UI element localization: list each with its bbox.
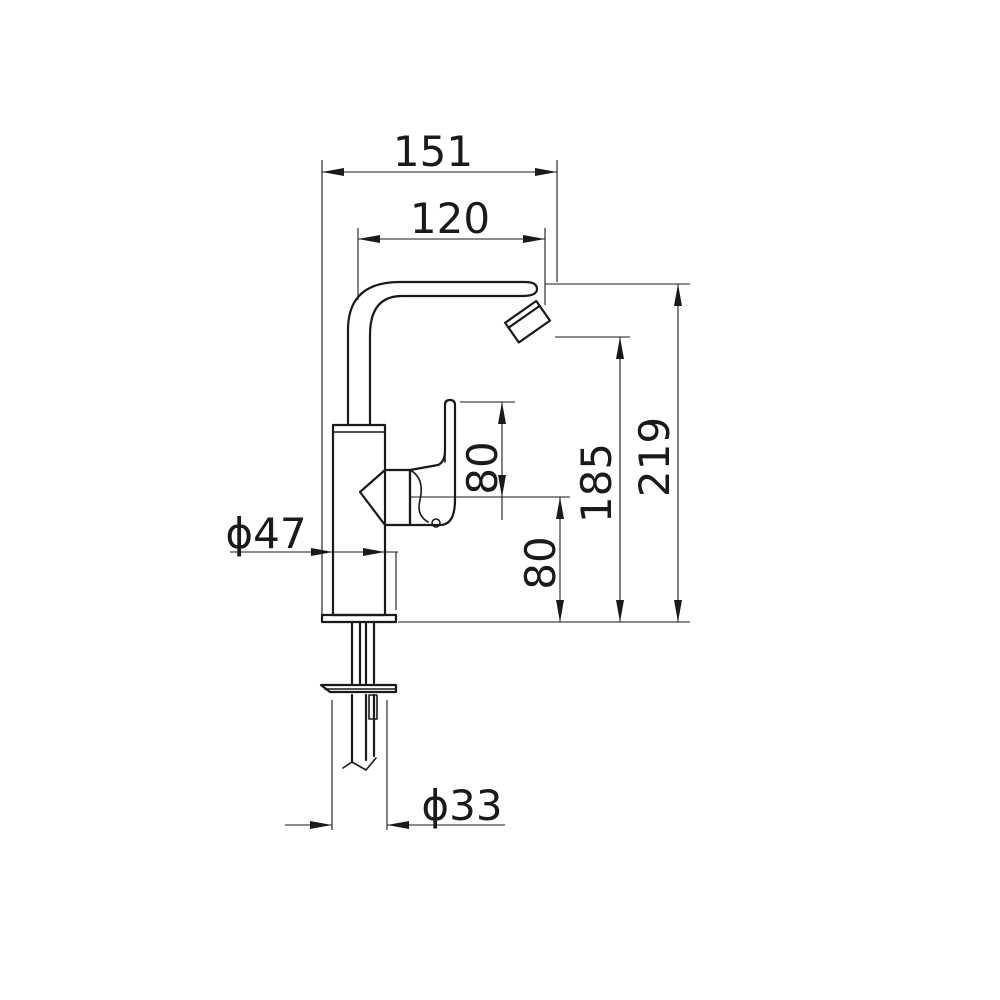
shank — [342, 620, 378, 771]
lever-housing — [358, 468, 412, 527]
dim-handle-height: 80 — [458, 441, 507, 494]
dim-shank-diameter: ϕ33 — [421, 781, 502, 830]
dim-body-diameter: ϕ47 — [225, 509, 306, 558]
dim-total-height: 219 — [630, 417, 679, 497]
faucet-outline — [319, 280, 552, 771]
lever-handle — [408, 398, 457, 527]
faucet-body — [331, 423, 387, 617]
dim-overall-width: 151 — [393, 127, 473, 176]
spout — [346, 280, 539, 427]
dimension-labels: 151 120 219 185 80 80 ϕ47 ϕ33 — [225, 127, 679, 830]
dimension-lines — [230, 160, 690, 830]
dim-spout-reach: 120 — [410, 194, 490, 243]
aerator — [503, 299, 552, 344]
dim-outlet-height: 185 — [572, 443, 621, 523]
dim-lever-pivot-height: 80 — [516, 536, 565, 589]
base-plate — [320, 613, 398, 624]
